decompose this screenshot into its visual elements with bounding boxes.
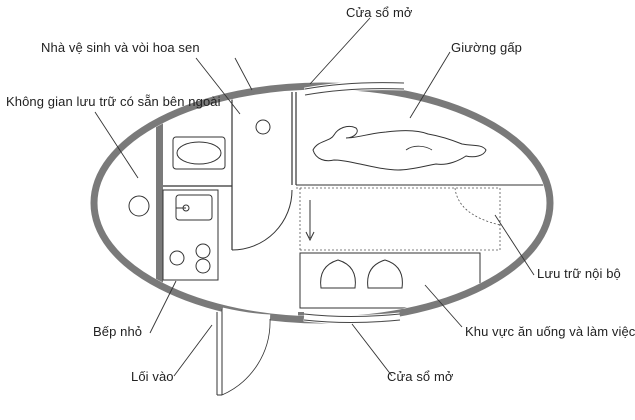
dining-table xyxy=(299,252,481,309)
entrance-door xyxy=(216,312,271,396)
label-bathroom: Nhà vệ sinh và vòi hoa sen xyxy=(41,40,200,55)
label-kitchen: Bếp nhỏ xyxy=(93,324,143,339)
entrance-opening xyxy=(220,307,271,324)
leader-lines xyxy=(94,17,535,377)
stove-burners xyxy=(169,243,211,274)
kitchen-sink xyxy=(175,194,213,221)
label-folding-bed: Giường gấp xyxy=(451,40,522,55)
label-window-top: Cửa sổ mở xyxy=(346,5,413,20)
window-bottom-opening xyxy=(303,312,401,324)
storage-partition xyxy=(156,92,163,292)
sleeping-figure xyxy=(312,125,487,171)
label-entrance: Lối vào xyxy=(131,369,174,384)
kitchen-counter xyxy=(162,189,219,281)
external-storage-hatch xyxy=(128,195,150,217)
dining-seats xyxy=(320,259,403,289)
label-internal-storage: Lưu trữ nội bộ xyxy=(537,266,621,281)
toilet xyxy=(172,136,226,170)
shower-drain xyxy=(255,119,271,135)
label-external-storage: Không gian lưu trữ có sẵn bên ngoài xyxy=(6,94,221,109)
label-window-bottom: Cửa sổ mở xyxy=(387,369,454,384)
window-top-opening xyxy=(304,81,405,97)
label-dining-work: Khu vực ăn uống và làm việc xyxy=(465,324,635,339)
